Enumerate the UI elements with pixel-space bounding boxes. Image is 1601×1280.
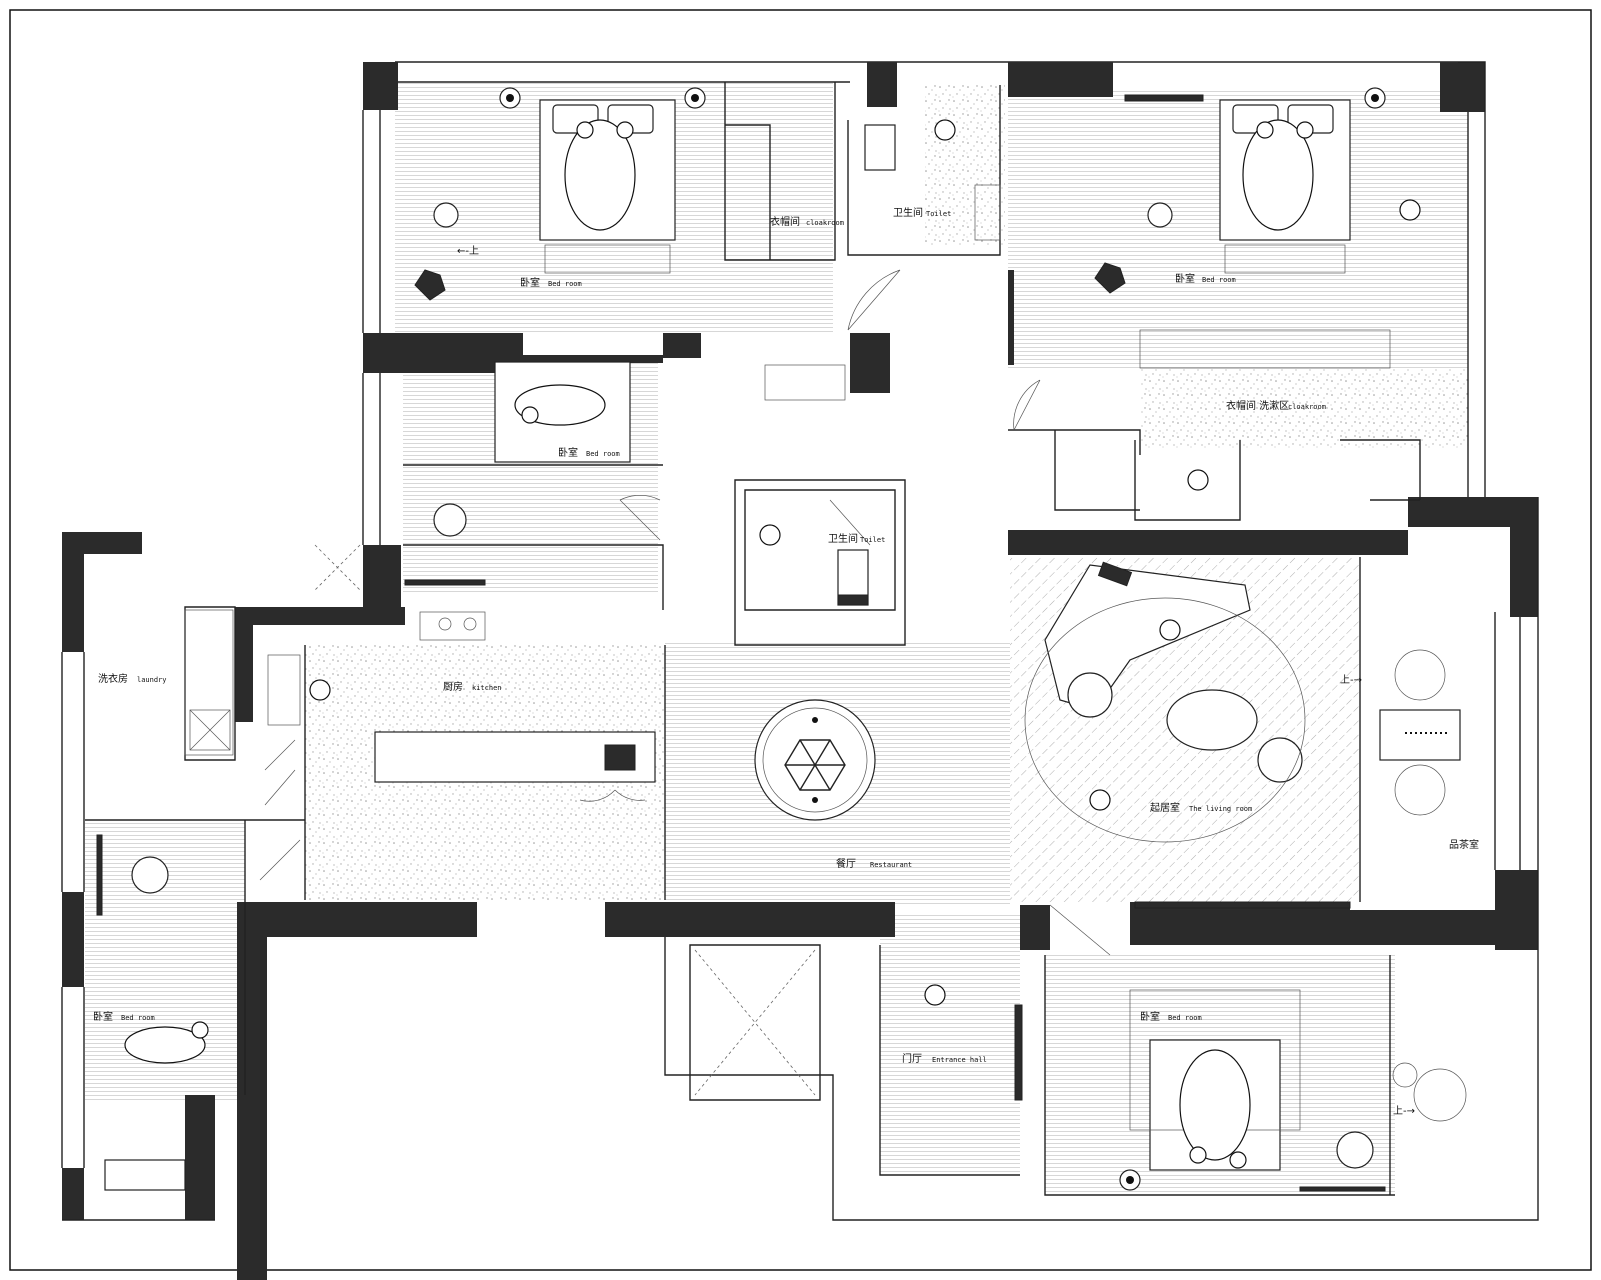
label-cloakroom-n-cn: 衣帽间 bbox=[770, 215, 800, 228]
label-kitchen-cn: 厨房 bbox=[443, 680, 463, 693]
label-toilet-mid-en: Toilet bbox=[860, 536, 885, 544]
label-entrance-en: Entrance hall bbox=[932, 1056, 987, 1064]
living-sofa bbox=[1024, 561, 1306, 843]
label-bedroom-se-cn: 卧室 bbox=[1140, 1010, 1160, 1023]
label-restaurant-en: Restaurant bbox=[870, 861, 912, 869]
label-cloak-wash-en: cloakroom bbox=[1288, 403, 1326, 411]
label-laundry-cn: 洗衣房 bbox=[98, 672, 128, 685]
stair-marker-tea: 上-→ bbox=[1340, 674, 1362, 686]
label-laundry-en: laundry bbox=[137, 676, 167, 684]
label-bedroom-ne-en: Bed room bbox=[1202, 276, 1236, 284]
walls bbox=[61, 61, 1539, 1280]
label-kitchen-en: kitchen bbox=[472, 684, 502, 692]
partitions bbox=[85, 82, 1496, 1196]
room-labels: 卧室 Bed room 衣帽间 cloakroom 卫生间 Toilet 卧室 … bbox=[93, 206, 1479, 1117]
dining-table bbox=[754, 699, 876, 821]
label-cloakroom-n-en: cloakroom bbox=[806, 219, 844, 227]
stair-marker-nw: ←-上 bbox=[457, 245, 479, 257]
label-bedroom-se-en: Bed room bbox=[1168, 1014, 1202, 1022]
label-entrance-cn: 门厅 bbox=[902, 1052, 922, 1065]
label-bedroom-mid-cn: 卧室 bbox=[558, 446, 578, 459]
label-toilet-n-en: Toilet bbox=[926, 210, 951, 218]
label-bedroom-sw-en: Bed room bbox=[121, 1014, 155, 1022]
label-bedroom-sw-cn: 卧室 bbox=[93, 1010, 113, 1023]
label-toilet-n-cn: 卫生间 bbox=[893, 206, 923, 219]
doors bbox=[259, 269, 1111, 956]
label-living-en: The living room bbox=[1189, 805, 1252, 813]
label-bedroom-mid-en: Bed room bbox=[586, 450, 620, 458]
people bbox=[124, 119, 1421, 1169]
label-living-cn: 起居室 bbox=[1150, 801, 1180, 814]
stair-marker-se: 上-→ bbox=[1393, 1105, 1415, 1117]
label-toilet-mid-cn: 卫生间 bbox=[828, 532, 858, 545]
label-restaurant-cn: 餐厅 bbox=[836, 857, 856, 870]
label-bedroom-ne-cn: 卧室 bbox=[1175, 272, 1195, 285]
label-bedroom-nw-cn: 卧室 bbox=[520, 276, 540, 289]
label-cloak-wash-cn: 衣帽间 洗漱区 bbox=[1226, 399, 1289, 412]
label-bedroom-nw-en: Bed room bbox=[548, 280, 582, 288]
label-tea-room-cn: 品茶室 bbox=[1449, 838, 1479, 851]
